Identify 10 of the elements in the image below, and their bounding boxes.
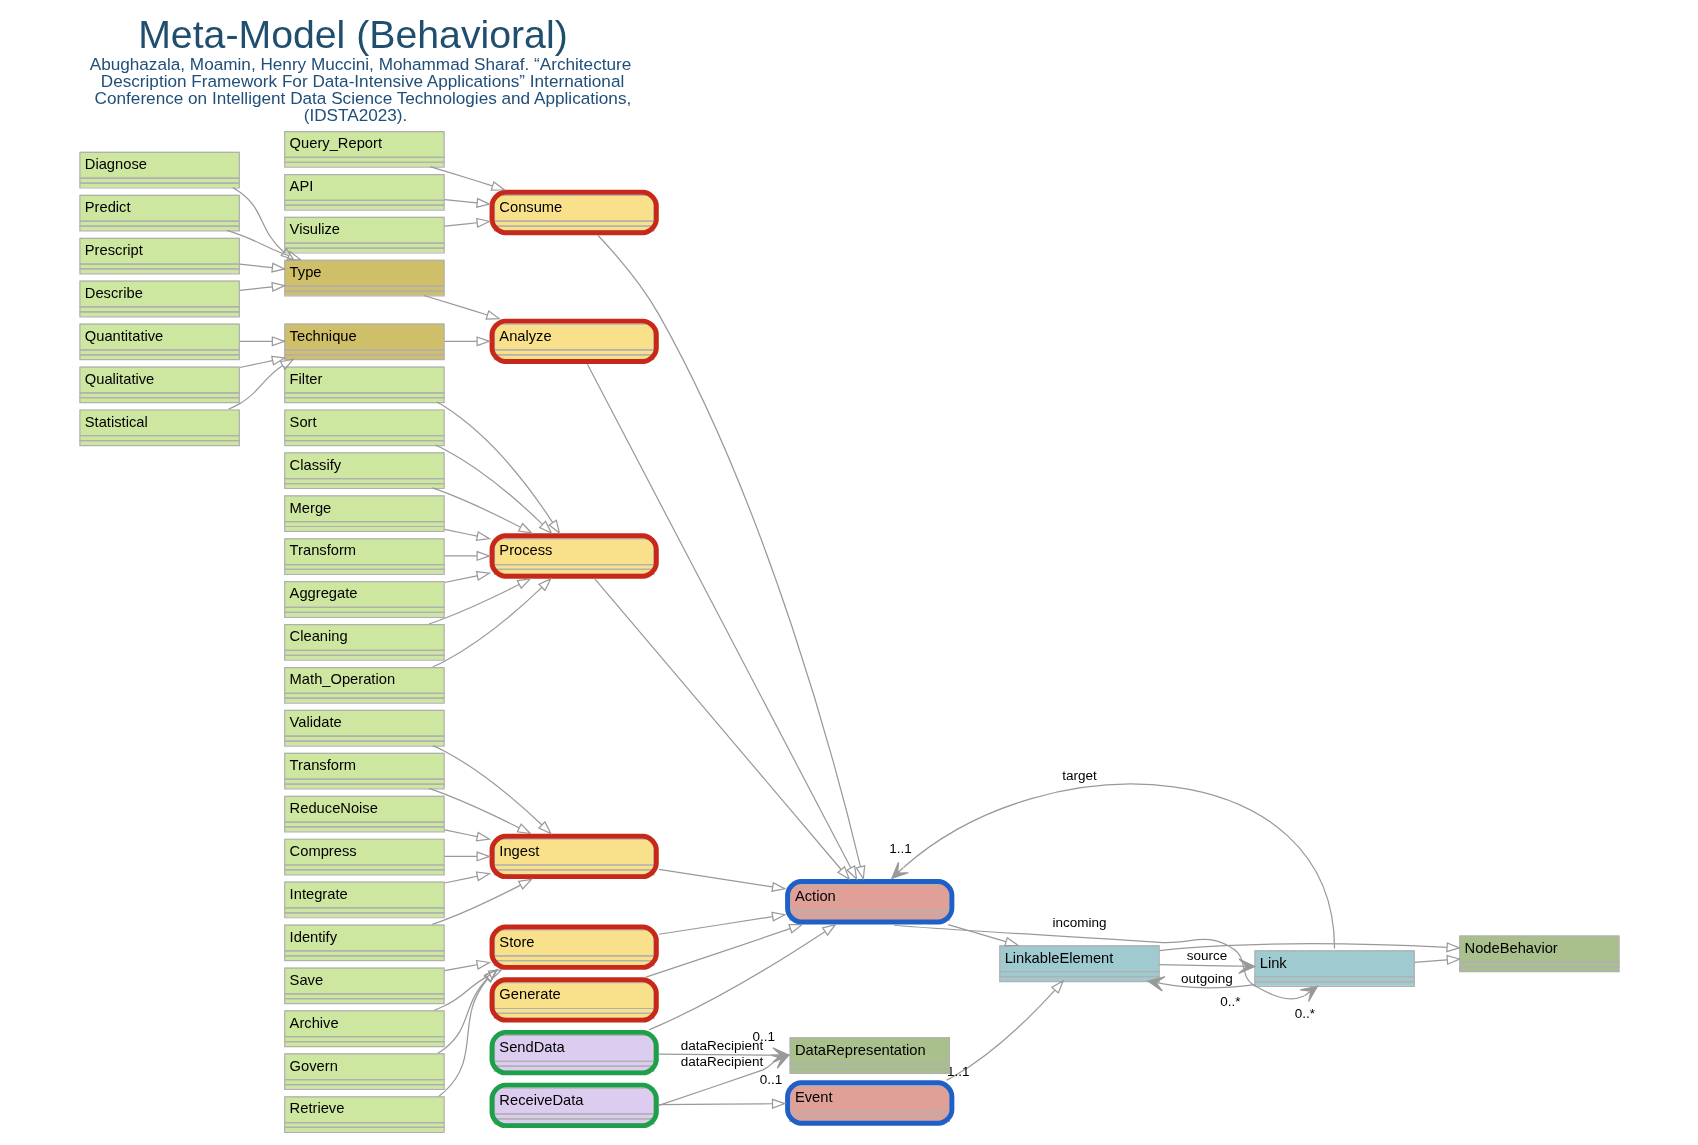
diagram-title: Meta-Model (Behavioral) — [137, 12, 568, 57]
label: 0..* — [1219, 994, 1240, 1010]
label: 1..1 — [888, 840, 912, 856]
edge-label: target — [1061, 768, 1097, 784]
edge-label: outgoing — [1180, 970, 1233, 986]
label: 0..* — [1294, 1005, 1315, 1021]
edge-label: incoming — [1051, 915, 1106, 931]
edge-label: source — [1186, 948, 1227, 964]
edge-label: dataRecipient — [680, 1053, 763, 1069]
label: 0..1 — [759, 1071, 782, 1087]
